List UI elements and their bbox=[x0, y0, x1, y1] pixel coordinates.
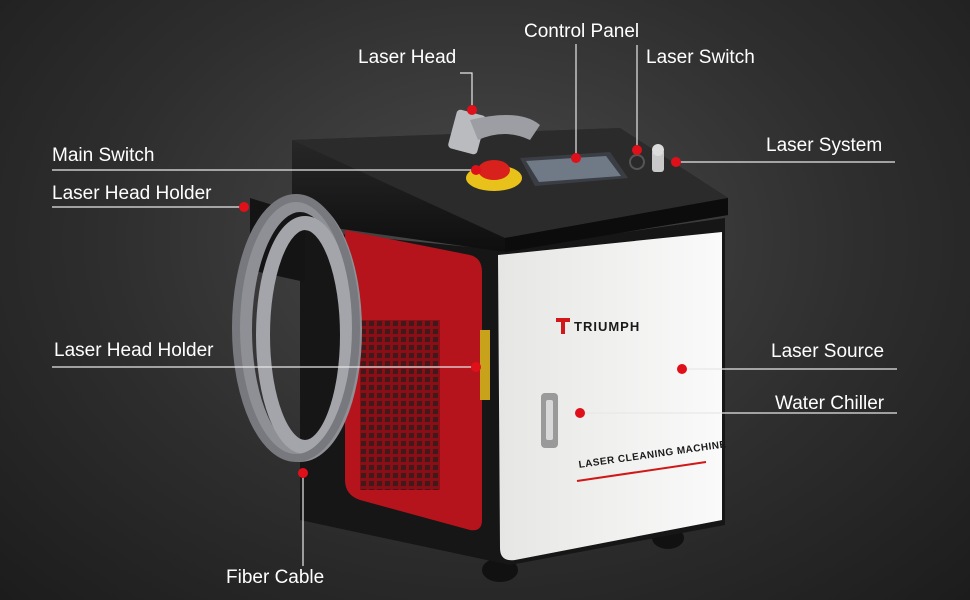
marker-laser-system bbox=[671, 157, 681, 167]
marker-control-panel bbox=[571, 153, 581, 163]
marker-water-chiller bbox=[575, 408, 585, 418]
marker-laser-head bbox=[467, 105, 477, 115]
coiled-fiber-cable bbox=[232, 194, 362, 462]
brand-t-mark bbox=[556, 318, 570, 334]
vent-grille bbox=[360, 320, 440, 490]
model-underline bbox=[576, 461, 707, 482]
marker-fiber-cable bbox=[298, 468, 308, 478]
leader-lines bbox=[52, 44, 897, 566]
laser-switch-button bbox=[629, 154, 645, 170]
label-laser-system: Laser System bbox=[766, 135, 883, 156]
label-main-switch: Main Switch bbox=[52, 145, 155, 166]
label-laser-head-holder-top: Laser Head Holder bbox=[52, 183, 212, 204]
label-laser-switch: Laser Switch bbox=[646, 47, 755, 68]
label-fiber-cable: Fiber Cable bbox=[226, 567, 325, 588]
marker-laser-source bbox=[677, 364, 687, 374]
label-control-panel: Control Panel bbox=[524, 21, 640, 42]
control-panel-screen bbox=[520, 152, 628, 186]
brand-logo: TRIUMPH bbox=[556, 318, 640, 334]
side-bracket bbox=[480, 330, 490, 400]
marker-holder-mid bbox=[471, 362, 481, 372]
label-laser-head: Laser Head bbox=[358, 47, 457, 68]
white-front-panel bbox=[498, 232, 722, 561]
markers bbox=[239, 105, 687, 478]
marker-laser-switch bbox=[632, 145, 642, 155]
brand-name: TRIUMPH bbox=[574, 318, 641, 334]
marker-main-switch bbox=[471, 165, 481, 175]
marker-holder-top bbox=[239, 202, 249, 212]
label-laser-head-holder-mid: Laser Head Holder bbox=[54, 340, 214, 361]
label-water-chiller: Water Chiller bbox=[775, 393, 885, 414]
laser-head-gun bbox=[448, 109, 540, 155]
label-laser-source: Laser Source bbox=[771, 341, 885, 362]
laser-system-key bbox=[652, 144, 664, 172]
